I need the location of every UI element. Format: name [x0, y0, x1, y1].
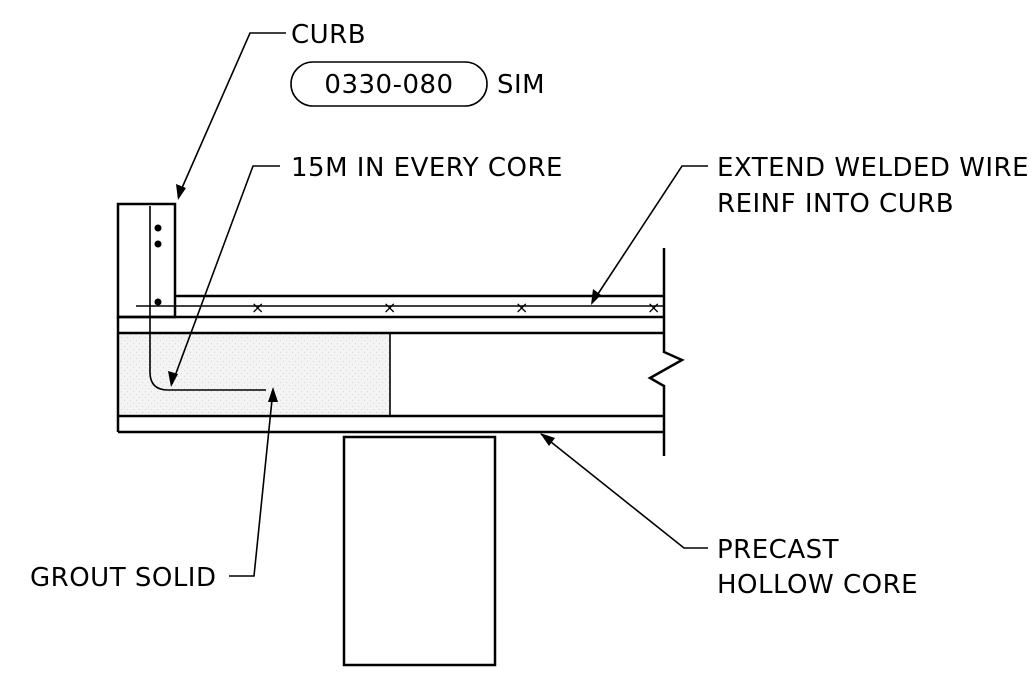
precast-leader	[540, 433, 708, 549]
bent-rebar	[149, 317, 266, 391]
rebar-leader	[171, 165, 280, 385]
break-line	[647, 248, 685, 456]
wire-marker: ×	[383, 298, 397, 317]
precast-label-line1: PRECAST	[717, 535, 839, 565]
precast-label-line2: HOLLOW CORE	[717, 570, 918, 600]
grout-leader-arrow	[268, 387, 278, 402]
support-wall	[342, 435, 497, 667]
wire-label-line1: EXTEND WELDED WIRE	[717, 153, 1029, 183]
curb-label: CURB	[291, 20, 366, 50]
wire-leader-arrow	[591, 289, 601, 305]
wire-leader	[591, 165, 708, 304]
curb-leader	[177, 32, 286, 198]
wire-marker: ×	[647, 298, 661, 317]
wire-marker: ×	[251, 298, 265, 317]
wire-marker: ×	[515, 298, 529, 317]
curb	[116, 202, 177, 319]
detail-ref-number: 0330-080	[324, 70, 453, 100]
grout-leader	[229, 389, 274, 577]
wire-label-line2: REINF INTO CURB	[717, 189, 954, 219]
grout-fill	[119, 333, 390, 414]
detail-ref-suffix: SIM	[497, 70, 545, 100]
rebar-label: 15M IN EVERY CORE	[291, 153, 563, 183]
rebar-dot	[154, 224, 162, 232]
detail-ref-bubble	[290, 61, 488, 107]
rebar-leader-arrow	[168, 371, 178, 387]
grout-label: GROUT SOLID	[30, 563, 217, 593]
curb-leader-arrow	[176, 184, 186, 200]
rebar-dot	[154, 298, 162, 306]
precast-leader-arrow	[540, 433, 555, 446]
rebar-dot	[154, 240, 162, 248]
